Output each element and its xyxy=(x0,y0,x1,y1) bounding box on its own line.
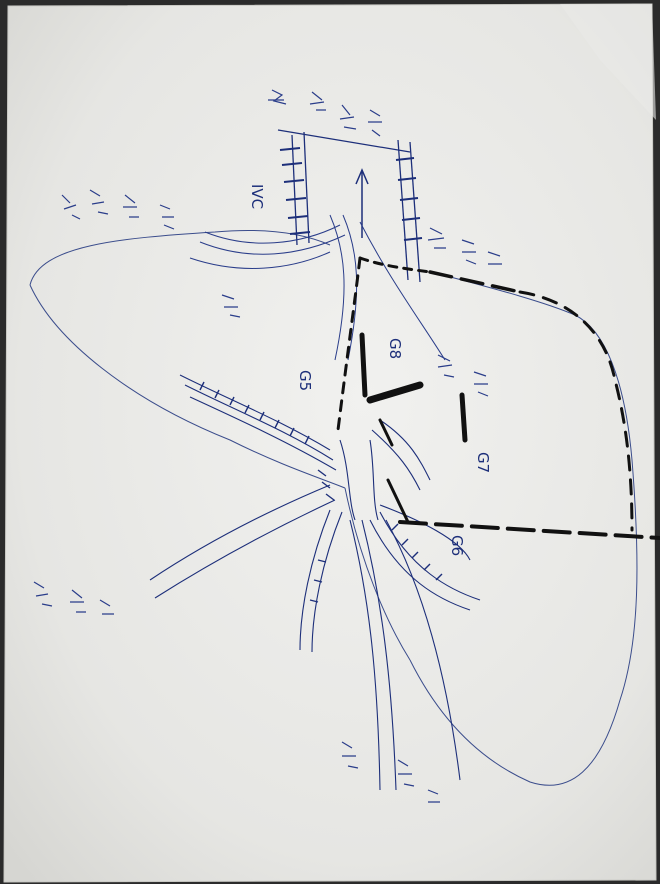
label-g5: G5 xyxy=(296,370,314,391)
paper-sheet xyxy=(4,4,656,882)
label-g7: G7 xyxy=(474,452,492,473)
label-ivc: IVC xyxy=(248,184,266,209)
label-g6: G6 xyxy=(448,535,466,556)
label-g8: G8 xyxy=(386,338,404,359)
